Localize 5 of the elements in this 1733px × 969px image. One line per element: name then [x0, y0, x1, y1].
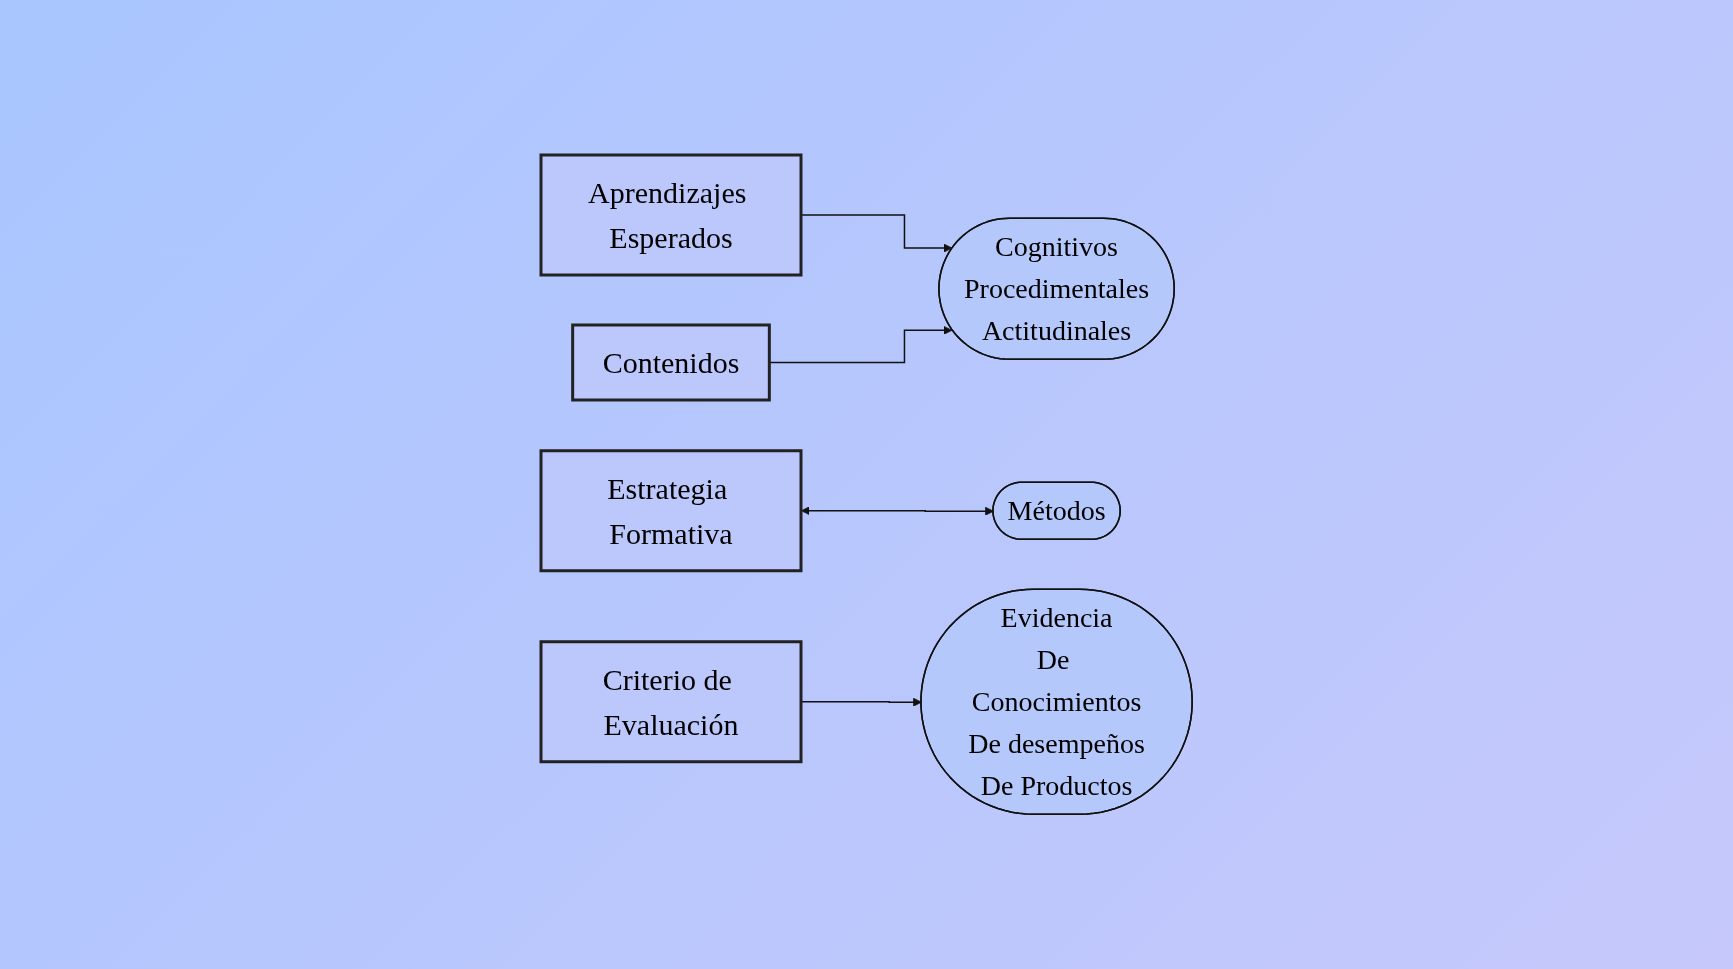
- node-box: Aprendizajes Esperados: [539, 153, 803, 277]
- node-box: Estrategia Formativa: [539, 449, 803, 573]
- node-box: Contenidos: [571, 323, 771, 402]
- node-box: Criterio de Evaluación: [539, 640, 803, 764]
- arrow: [800, 214, 953, 253]
